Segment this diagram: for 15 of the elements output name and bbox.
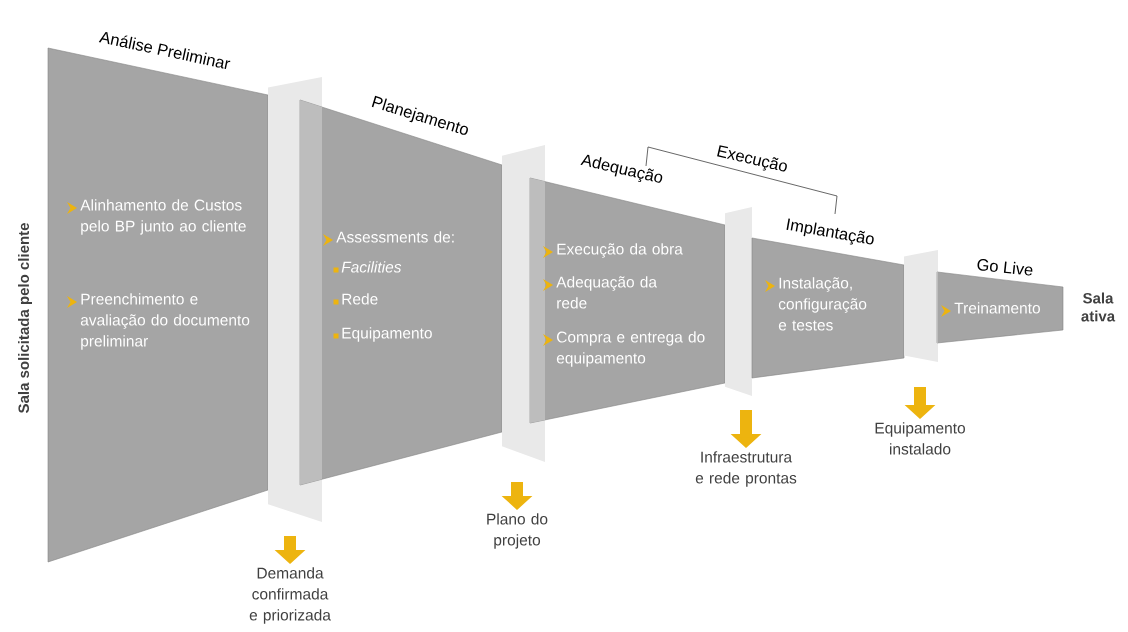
bullet-item: Treinamento xyxy=(941,302,1040,317)
stage-title: Análise Preliminar xyxy=(98,31,231,70)
milestone-text: Equipamento instalado xyxy=(875,422,965,455)
milestone-text: Demanda confirmada e priorizada xyxy=(249,567,331,624)
bullet-item: Alinhamento de Custos pelo BP junto ao cliente xyxy=(67,199,246,235)
end-label: Sala ativa xyxy=(1081,292,1116,322)
milestone-text: Infraestrutura e rede prontas xyxy=(695,451,797,487)
bullet-item: Preenchimento e avaliação do documento preliminar xyxy=(67,293,250,350)
bullet-item: Instalação, configuração e testes xyxy=(765,277,867,331)
phase-label: Execução xyxy=(717,145,787,172)
start-label: Sala solicitada pelo cliente xyxy=(18,223,32,413)
milestone-text: Plano do projeto xyxy=(487,513,548,549)
stage-title: Implantação xyxy=(786,218,874,245)
stage-title: Adequação xyxy=(580,154,663,183)
stage-title: Go Live xyxy=(977,259,1033,276)
